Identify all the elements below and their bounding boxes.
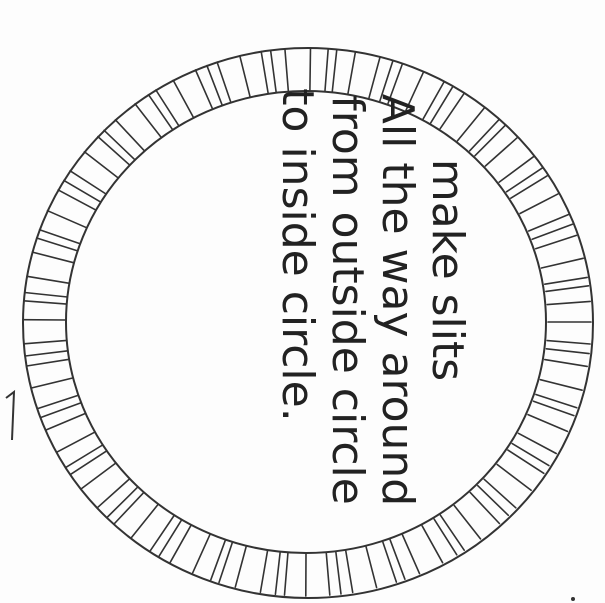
slit-line: [285, 553, 288, 595]
slit-line: [536, 235, 577, 248]
slit-line: [499, 157, 533, 182]
slit-line: [536, 395, 577, 408]
slit-line: [31, 378, 73, 388]
instruction-line-1: make slits: [422, 159, 473, 381]
slit-line: [528, 415, 567, 432]
slit-line: [170, 525, 191, 562]
slit-line: [366, 547, 377, 588]
slit-line: [132, 504, 159, 537]
slit-line: [546, 286, 589, 292]
slit-line: [149, 95, 173, 130]
instruction-line-2: All the way around: [372, 94, 423, 506]
slit-line: [431, 87, 453, 123]
slit-line: [458, 108, 485, 141]
slit-line: [40, 230, 81, 244]
slit-line: [27, 359, 69, 366]
slit-line: [24, 301, 67, 304]
slit-line: [383, 542, 397, 582]
slit-line: [541, 258, 583, 268]
instruction-line-3: from outside circle: [322, 95, 373, 505]
slit-line: [260, 551, 267, 592]
slit-line: [520, 194, 558, 214]
slit-line: [219, 543, 232, 583]
slit-line: [310, 48, 311, 90]
slit-line: [70, 171, 106, 194]
slit-line: [326, 553, 330, 595]
slit-line: [507, 168, 543, 192]
instruction-line-4: to inside circle.: [272, 88, 323, 421]
slit-line: [545, 277, 587, 284]
slit-line: [454, 506, 480, 539]
slit-line: [545, 360, 587, 367]
slit-line: [240, 56, 250, 97]
slit-line: [156, 90, 179, 126]
slit-line: [71, 451, 107, 474]
slit-line: [108, 487, 138, 517]
slit-line: [25, 351, 68, 356]
slit-line: [540, 380, 582, 391]
slit-line: [173, 80, 193, 117]
slit-line: [196, 70, 213, 109]
slit-line: [98, 479, 130, 507]
slit-line: [332, 50, 337, 92]
slit-line: [534, 401, 574, 415]
slit-line: [285, 49, 288, 91]
slit-line: [423, 82, 444, 119]
slit-line: [440, 515, 464, 550]
slit-line: [58, 190, 96, 210]
slit-line: [193, 534, 210, 572]
stray-mark: [6, 392, 14, 440]
slit-line: [27, 276, 69, 283]
instruction-text: make slits All the way around from outsi…: [272, 88, 473, 506]
slit-line: [547, 341, 590, 344]
slit-line: [275, 553, 280, 595]
slit-line: [346, 551, 353, 592]
slit-line: [271, 50, 277, 92]
slit-line: [508, 450, 544, 473]
slit-line: [82, 463, 116, 489]
slit-line: [32, 252, 74, 263]
slit-line: [57, 432, 95, 452]
slit-line: [478, 486, 509, 516]
slit-line: [547, 301, 590, 304]
slit-line: [336, 552, 341, 594]
slit-line: [150, 516, 174, 551]
slit-line: [422, 526, 443, 563]
slit-line: [470, 493, 499, 524]
slit-line: [135, 104, 161, 137]
slit-line: [48, 211, 87, 228]
slit-line: [484, 479, 516, 508]
slit-line: [46, 413, 86, 430]
slit-line: [369, 57, 380, 98]
slit-line: [66, 445, 102, 467]
slit-line: [390, 540, 405, 579]
slit-line: [211, 540, 226, 580]
slit-line: [434, 519, 457, 555]
slit-line: [546, 349, 589, 354]
slit-line: [64, 180, 101, 202]
slit-line: [348, 52, 355, 93]
slit-line: [440, 94, 464, 129]
slit-line: [497, 465, 531, 491]
slit-line: [511, 176, 547, 198]
slit-line: [403, 535, 420, 574]
slit-line: [261, 52, 268, 93]
slit-line: [24, 340, 67, 343]
stray-dot: [571, 597, 575, 601]
slit-line: [84, 152, 118, 178]
slit-line: [485, 138, 517, 166]
slit-line: [159, 520, 181, 556]
slit-line: [115, 493, 144, 524]
slit-line: [325, 49, 328, 91]
slit-line: [25, 293, 68, 298]
slit-line: [235, 547, 246, 588]
slit-line: [37, 238, 78, 251]
